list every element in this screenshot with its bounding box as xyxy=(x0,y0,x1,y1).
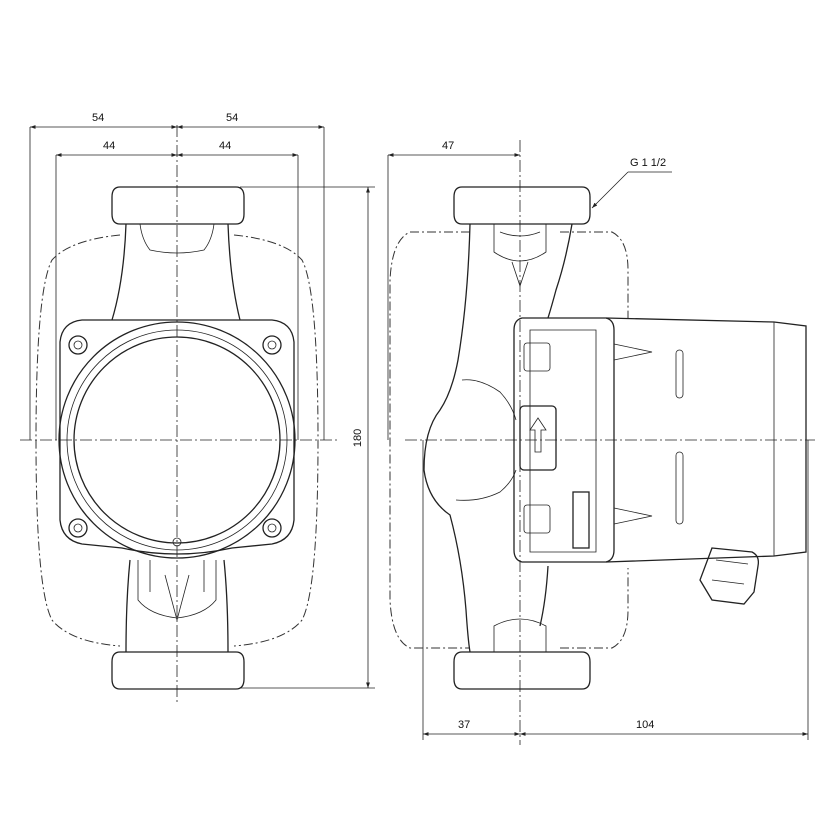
dim-47: 47 xyxy=(442,140,454,152)
thread-leader-arrow xyxy=(591,171,629,209)
side-slot-bottom xyxy=(675,451,684,525)
dim-54-left: 54 xyxy=(92,112,104,124)
top-flange xyxy=(111,186,245,225)
dim-44-right: 44 xyxy=(219,140,231,152)
dim-180: 180 xyxy=(352,429,364,447)
motor-housing xyxy=(59,319,295,555)
side-cable-plug-detail xyxy=(711,559,749,585)
bottom-flange xyxy=(111,651,245,690)
side-view: 47 G 1 1/2 37 104 xyxy=(387,140,815,745)
dim-44-left: 44 xyxy=(103,140,115,152)
side-button-bottom xyxy=(523,504,551,534)
side-lower-neck xyxy=(539,565,549,627)
side-cable-plug xyxy=(699,547,760,605)
side-control-box-inner xyxy=(529,329,597,553)
bottom-neck xyxy=(125,559,229,653)
side-envelope xyxy=(389,231,629,649)
front-view: 54 54 44 44 180 xyxy=(20,112,375,705)
screw-top-right xyxy=(262,335,282,355)
side-motor-can xyxy=(605,317,807,563)
side-bottom-flange xyxy=(453,651,591,690)
side-slot-top xyxy=(675,349,684,399)
bottom-neck-inner xyxy=(137,560,217,619)
thread-label: G 1 1/2 xyxy=(630,157,666,169)
dim-104: 104 xyxy=(636,719,654,731)
screw-top-left xyxy=(68,335,88,355)
side-volute-lines xyxy=(455,379,517,501)
flow-direction-arrow-icon xyxy=(529,417,547,453)
side-display-panel xyxy=(519,405,557,471)
side-button-top xyxy=(523,342,551,372)
side-bottom-port xyxy=(493,618,547,652)
side-top-flange xyxy=(453,186,591,225)
side-motor-fins xyxy=(613,343,653,525)
dim-37: 37 xyxy=(458,719,470,731)
screw-bottom-left xyxy=(68,518,88,538)
side-pump-body xyxy=(423,223,573,653)
top-neck xyxy=(111,223,241,321)
side-connector xyxy=(572,491,590,549)
screw-bottom-right xyxy=(262,518,282,538)
dim-54-right: 54 xyxy=(226,112,238,124)
